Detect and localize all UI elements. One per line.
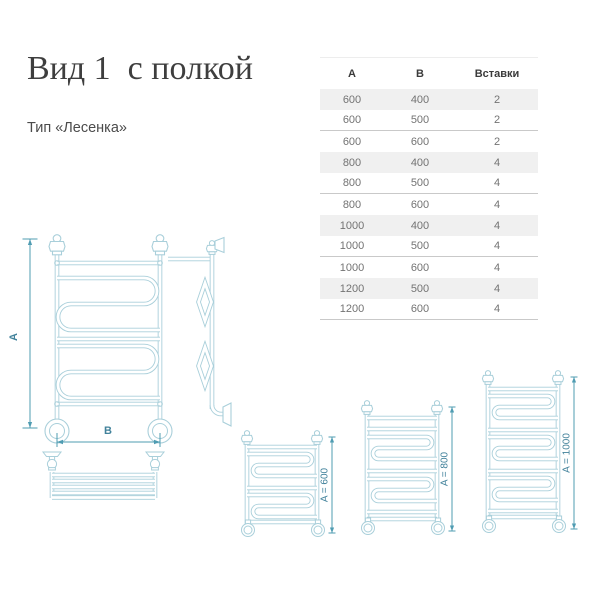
table-cell: 400 — [410, 219, 430, 232]
column-header-b: B — [416, 67, 424, 80]
table-row: 800 400 4 — [320, 152, 538, 173]
table-cell: 1200 — [339, 282, 365, 295]
variant-600-drawing: A = 600 — [240, 430, 336, 537]
table-row: 800 500 4 — [320, 173, 538, 194]
table-row: 600 600 2 — [320, 131, 538, 152]
table-cell: 1200 — [339, 303, 365, 315]
dimension-b: B — [56, 425, 161, 447]
page-title: Вид 1 с полкой — [27, 50, 253, 87]
table-cell: 4 — [493, 177, 501, 189]
dim-b-label: B — [104, 425, 112, 437]
table-cell: 400 — [410, 156, 430, 169]
variant-1000-tubes — [485, 383, 561, 520]
column-header-inserts: Вставки — [474, 67, 520, 80]
table-cell: 4 — [493, 261, 501, 274]
table-row: 1000 400 4 — [320, 215, 538, 236]
table-cell: 2 — [493, 93, 501, 106]
dimension-a: A — [8, 238, 38, 429]
table-cell: 500 — [410, 114, 430, 126]
table-row: 800 600 4 — [320, 194, 538, 215]
side-tubes — [168, 253, 223, 417]
table-cell: 1000 — [339, 219, 365, 232]
table-row: 1000 600 4 — [320, 257, 538, 278]
fittings — [44, 234, 173, 444]
table-cell: 1000 — [339, 240, 365, 252]
column-header-a: A — [348, 67, 356, 80]
table-cell: 4 — [493, 282, 501, 295]
variant-800-dimension: A = 800 — [440, 406, 456, 532]
table-row: 1200 600 4 — [320, 299, 538, 320]
table-cell: 4 — [493, 303, 501, 315]
shelf-drawing — [42, 451, 165, 500]
variant-800-tubes — [364, 413, 440, 523]
side-view-drawing — [168, 236, 232, 427]
table-row: 1000 500 4 — [320, 236, 538, 257]
table-cell: 2 — [493, 114, 501, 126]
table-cell: 800 — [342, 156, 362, 169]
table-cell: 600 — [410, 198, 430, 211]
table-cell: 4 — [493, 219, 501, 232]
spec-table-header: A B Вставки — [320, 58, 538, 89]
front-view-drawing: A B — [8, 234, 173, 500]
table-cell: 4 — [493, 156, 501, 169]
frame-tubes — [54, 253, 163, 423]
table-cell: 800 — [342, 177, 362, 189]
variant-600-dimension: A = 600 — [320, 436, 336, 534]
table-cell: 500 — [410, 282, 430, 295]
table-cell: 800 — [342, 198, 362, 211]
table-row: 600 400 2 — [320, 89, 538, 110]
variant-800-label: A = 800 — [440, 451, 451, 486]
table-cell: 600 — [410, 303, 430, 315]
table-cell: 600 — [342, 93, 362, 106]
table-cell: 1000 — [339, 261, 365, 274]
spec-table: A B Вставки 600 400 2 600 500 2 600 600 2 800 400 4… — [320, 57, 538, 320]
table-row: 600 500 2 — [320, 110, 538, 131]
table-cell: 600 — [410, 135, 430, 148]
table-cell: 500 — [410, 177, 430, 189]
side-fittings — [205, 236, 232, 427]
table-cell: 4 — [493, 240, 501, 252]
variant-1000-dimension: A = 1000 — [562, 376, 578, 530]
dim-a-label: A — [8, 333, 20, 341]
table-cell: 500 — [410, 240, 430, 252]
table-cell: 600 — [342, 135, 362, 148]
table-cell: 600 — [342, 114, 362, 126]
table-row: 1200 500 4 — [320, 278, 538, 299]
table-cell: 4 — [493, 198, 501, 211]
spec-table-body: 600 400 2 600 500 2 600 600 2 800 400 4 800 500 4 800 60… — [320, 89, 538, 320]
page-subtitle: Тип «Лесенка» — [27, 120, 127, 136]
table-cell: 400 — [410, 93, 430, 106]
variant-800-fittings — [360, 400, 445, 535]
variant-600-tubes — [244, 443, 320, 525]
table-cell: 600 — [410, 261, 430, 274]
variant-800-drawing: A = 800 — [360, 400, 456, 535]
table-cell: 2 — [493, 135, 501, 148]
variant-1000-label: A = 1000 — [562, 433, 573, 473]
variant-600-label: A = 600 — [320, 467, 331, 502]
variant-1000-drawing: A = 1000 — [481, 370, 578, 533]
